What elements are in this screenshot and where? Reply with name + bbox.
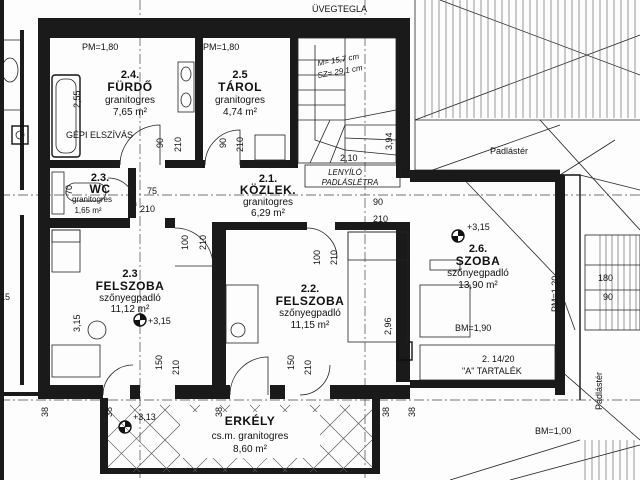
walls (0, 0, 565, 480)
fixtures (0, 39, 556, 381)
dim-210g: 210 (373, 214, 388, 224)
room-number-wc: 2.3. (91, 172, 109, 184)
level-szoba: +3,15 (467, 222, 490, 232)
room-area-furdo: 7,65 m² (113, 107, 148, 118)
gepi-elszivas: GÉPI ELSZÍVÁS (66, 130, 133, 140)
pm-tarol: PM=1,80 (203, 42, 239, 52)
dim-38d: 38 (381, 407, 391, 417)
dim-210h: 210 (171, 360, 181, 375)
room-area-wc: 1,65 m² (74, 206, 101, 215)
dim-210a: 210 (173, 137, 183, 152)
room-floor-felszoba-mid: szőnyegpadló (279, 308, 341, 319)
padlasletra-label: PADLÁSLÉTRA (322, 178, 379, 187)
tartalek-number: 2. 14/20 (482, 354, 515, 364)
tartalek-label: "A" TARTALÉK (462, 366, 522, 376)
bm-190: BM=1,90 (455, 323, 491, 333)
level-erkely: +3,13 (133, 412, 156, 422)
dim-38c: 38 (214, 407, 224, 417)
pm-szoba: PM=1,20 (550, 276, 560, 312)
room-number-szoba: 2.6. (469, 243, 487, 255)
dim-90d: 90 (603, 292, 613, 302)
dim-210f: 210 (329, 250, 339, 265)
room-floor-szoba: szőnyegpadló (447, 268, 509, 279)
dim-70: 70 (64, 185, 74, 195)
roof-lines (409, 0, 640, 480)
level-felszoba: +3,15 (148, 316, 171, 326)
dim-38a: 38 (40, 407, 50, 417)
room-name-tarol: TÁROL (218, 79, 262, 94)
room-number-kozlek: 2.1. (259, 173, 277, 185)
dim-90a: 90 (155, 138, 165, 148)
top-label: ÜVEGTEGLA (312, 4, 367, 14)
room-floor-wc: granitogres (72, 195, 112, 204)
room-number-felszoba-mid: 2.2. (301, 283, 319, 295)
dim-100b: 100 (312, 250, 322, 265)
dimension-labels: 2,55 90 210 90 210 2,10 3,94 70 75 210 1… (40, 90, 613, 417)
dim-90b: 90 (218, 138, 228, 148)
dim-100a: 100 (180, 235, 190, 250)
dim-150b: 150 (286, 355, 296, 370)
balcony-label-bg (180, 412, 320, 458)
room-area-szoba: 13,90 m² (458, 280, 498, 291)
padlaster-top: Padlástér (490, 146, 528, 156)
room-area-kozlek: 6,29 m² (251, 208, 286, 219)
dim-210d: 210 (140, 204, 155, 214)
dim-210e: 210 (198, 235, 208, 250)
room-name-furdo: FÜRDŐ (107, 79, 152, 94)
dim-38b: 38 (104, 407, 114, 417)
room-floor-furdo: granitogres (105, 95, 155, 106)
padlaster-side: Padlástér (594, 372, 604, 410)
room-number-furdo: 2.4. (121, 69, 139, 81)
dim-315: 3,15 (72, 314, 82, 332)
room-number-felszoba-left: 2.3 (122, 268, 137, 280)
room-area-felszoba-left: 11,12 m² (111, 304, 150, 315)
bm-100: BM=1,00 (535, 426, 571, 436)
room-name-erkely: ERKÉLY (225, 413, 276, 428)
dim-38e: 38 (407, 407, 417, 417)
dim-255: 2,55 (72, 90, 82, 108)
lenyilo-label: LENYÍLÓ (328, 168, 362, 177)
dim-210c: 2,10 (340, 153, 358, 163)
dim-394: 3,94 (384, 132, 394, 150)
staircase (297, 37, 401, 188)
left-15: 15 (0, 292, 10, 302)
dim-210i: 210 (303, 360, 313, 375)
dim-296: 2,96 (383, 317, 393, 335)
room-area-felszoba-mid: 11,15 m² (291, 320, 330, 331)
level-markers (118, 229, 465, 434)
room-name-felszoba-mid: FELSZOBA (276, 294, 345, 308)
room-name-wc: WC (90, 182, 111, 196)
room-name-felszoba-left: FELSZOBA (96, 279, 165, 293)
room-floor-erkely: cs.m. granitogres (212, 431, 289, 442)
door-swings (102, 124, 338, 396)
pm-furdo: PM=1,80 (82, 42, 118, 52)
dim-180: 180 (598, 273, 613, 283)
room-number-tarol: 2.5 (232, 69, 247, 81)
dim-75: 75 (147, 186, 157, 196)
dim-150a: 150 (154, 355, 164, 370)
room-name-kozlek: KÖZLEK. (240, 182, 296, 197)
dim-90c: 90 (373, 197, 383, 207)
dim-210b: 210 (235, 137, 245, 152)
room-area-tarol: 4,74 m² (223, 107, 258, 118)
room-floor-felszoba-left: szőnyegpadló (99, 293, 161, 304)
room-area-erkely: 8,60 m² (233, 444, 268, 455)
room-floor-kozlek: granitogres (243, 197, 293, 208)
room-name-szoba: SZOBA (456, 254, 501, 268)
room-floor-tarol: granitogres (215, 95, 265, 106)
